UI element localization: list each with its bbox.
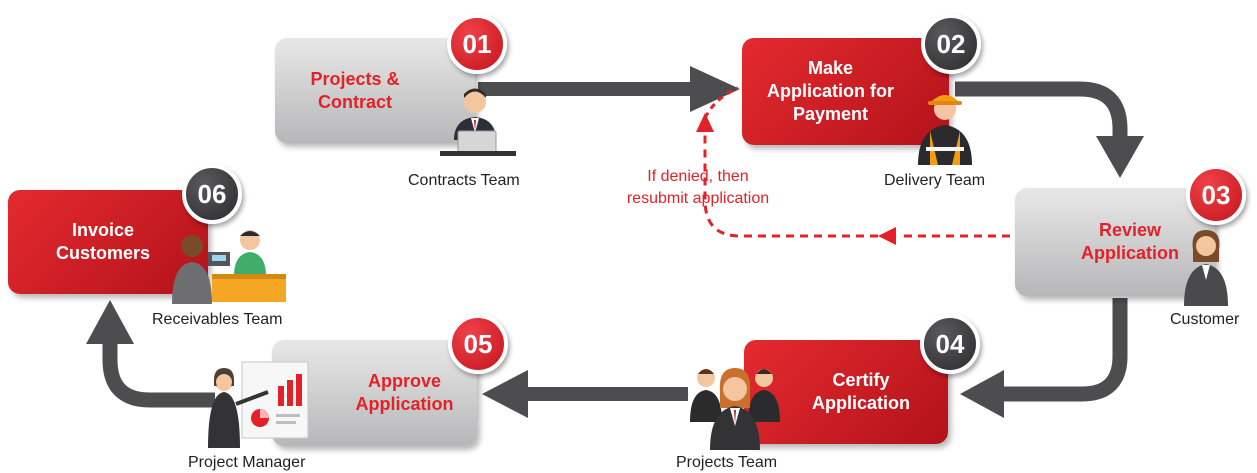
step-04-badge: 04 xyxy=(920,314,980,374)
step-01-role: Contracts Team xyxy=(408,172,520,189)
cashier-counter-icon xyxy=(172,230,286,304)
step-06-badge: 06 xyxy=(182,164,242,224)
step-05-role: Project Manager xyxy=(188,454,306,471)
step-03-title: Review Application xyxy=(1081,220,1179,263)
step-06-title: Invoice Customers xyxy=(55,220,151,263)
arrow-01-to-02 xyxy=(478,66,740,112)
businesswoman-icon xyxy=(1184,230,1228,306)
office-worker-laptop-icon xyxy=(440,88,516,156)
construction-worker-icon xyxy=(918,95,972,165)
step-05-title: Approve Application xyxy=(355,371,454,414)
step-06-box: Invoice Customers xyxy=(8,190,208,294)
step-02-badge: 02 xyxy=(921,14,981,74)
arrow-03-to-04 xyxy=(960,298,1128,418)
step-06-role: Receivables Team xyxy=(152,311,283,328)
presenter-chart-icon xyxy=(208,361,309,448)
step-01-box: Projects & Contract xyxy=(275,38,475,143)
step-04-box: Certify Application xyxy=(744,340,948,444)
step-04-title: Certify Application xyxy=(812,370,910,413)
resubmit-note: If denied, then resubmit application xyxy=(626,168,770,207)
step-03-role: Customer xyxy=(1170,311,1240,328)
arrow-02-to-03 xyxy=(955,81,1144,178)
team-group-icon xyxy=(690,368,780,450)
arrow-05-to-06 xyxy=(86,300,215,408)
step-02-title: Make Application for Payment xyxy=(767,58,894,124)
step-05-badge: 05 xyxy=(448,314,508,374)
step-03-box: Review Application xyxy=(1015,188,1215,296)
step-01-badge: 01 xyxy=(447,14,507,74)
arrow-04-to-05 xyxy=(482,370,688,418)
step-02-box: Make Application for Payment xyxy=(742,38,949,145)
step-03-badge: 03 xyxy=(1186,165,1246,225)
step-01-title: Projects & Contract xyxy=(310,68,400,112)
resubmit-loop-arrow xyxy=(696,86,1010,245)
step-02-role: Delivery Team xyxy=(884,172,986,189)
step-04-role: Projects Team xyxy=(676,454,778,471)
